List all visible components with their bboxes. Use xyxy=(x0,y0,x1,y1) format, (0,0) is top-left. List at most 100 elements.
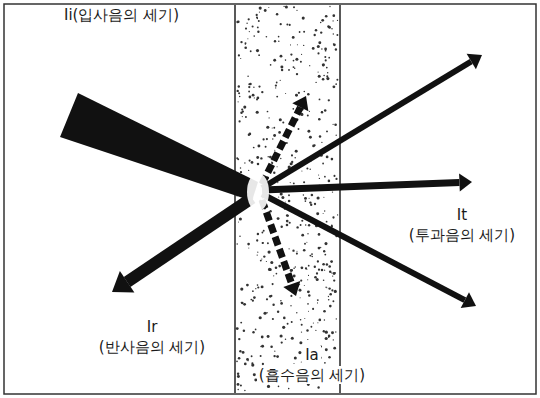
wall-dot xyxy=(257,286,259,288)
wall-dot xyxy=(293,275,296,278)
wall-dot xyxy=(257,254,258,255)
wall-dot xyxy=(264,9,267,12)
wall-dot xyxy=(298,128,300,130)
wall-texture xyxy=(236,6,339,392)
wall-dot xyxy=(307,279,308,280)
wall-dot xyxy=(267,242,269,244)
wall-dot xyxy=(265,146,267,148)
wall-dot xyxy=(328,26,331,29)
wall-dot xyxy=(248,134,250,136)
wall-dot xyxy=(332,216,334,218)
wall-dot xyxy=(300,319,302,321)
wall-dot xyxy=(246,358,249,361)
wall-dot xyxy=(275,266,278,269)
wall-dot xyxy=(308,275,309,276)
wall-dot xyxy=(314,203,316,205)
wall-dot xyxy=(272,304,274,306)
wall-dot xyxy=(252,331,254,333)
wall-dot xyxy=(241,302,243,304)
wall-dot xyxy=(326,156,329,159)
wall-dot xyxy=(282,326,285,329)
wall-dot xyxy=(254,97,255,98)
wall-dot xyxy=(307,130,310,133)
wall-dot xyxy=(275,84,277,86)
wall-dot xyxy=(336,79,338,81)
wall-dot xyxy=(328,99,330,101)
wall-dot xyxy=(259,316,262,319)
wall-dot xyxy=(247,38,248,39)
wall-dot xyxy=(280,334,283,337)
wall-dot xyxy=(309,65,310,66)
wall-dot xyxy=(333,279,335,281)
wall-dot xyxy=(272,138,273,139)
wall-dot xyxy=(319,178,320,179)
impact-spot xyxy=(247,173,269,211)
wall-dot xyxy=(318,75,321,78)
wall-dot xyxy=(236,361,238,363)
wall-dot xyxy=(278,265,281,268)
wall-dot xyxy=(248,86,250,88)
wall-dot xyxy=(283,317,286,320)
wall-dot xyxy=(257,252,258,253)
wall-dot xyxy=(256,156,259,159)
wall-dot xyxy=(314,266,316,268)
wall-dot xyxy=(250,50,252,52)
wall-dot xyxy=(324,176,326,178)
wall-dot xyxy=(239,96,241,98)
wall-dot xyxy=(307,233,308,234)
wall-dot xyxy=(300,297,301,298)
wall-dot xyxy=(312,47,315,50)
wall-dot xyxy=(281,226,283,228)
wall-dot xyxy=(311,253,313,255)
wall-dot xyxy=(325,59,327,61)
wall-dot xyxy=(239,350,241,352)
wall-dot xyxy=(281,196,284,199)
wall-dot xyxy=(267,335,270,338)
wall-dot xyxy=(240,58,241,59)
wall-dot xyxy=(337,20,338,21)
wall-dot xyxy=(315,330,316,331)
wall-dot xyxy=(307,93,310,96)
wall-dot xyxy=(260,355,262,357)
wall-dot xyxy=(292,108,294,110)
wall-dot xyxy=(278,36,280,38)
wall-dot xyxy=(304,91,306,93)
wall-dot xyxy=(324,270,325,271)
wall-dot xyxy=(326,67,328,69)
wall-dot xyxy=(293,267,295,269)
wall-dot xyxy=(336,318,337,319)
wall-dot xyxy=(289,222,291,224)
wall-dot xyxy=(331,289,333,291)
wall-dot xyxy=(258,85,260,87)
wall-dot xyxy=(257,26,259,28)
wall-dot xyxy=(306,242,307,243)
sound-ray xyxy=(262,62,471,189)
wall-dot xyxy=(316,272,318,274)
wall-dot xyxy=(255,329,257,331)
wall-dot xyxy=(299,31,301,33)
wall-dot xyxy=(281,341,283,343)
arrow-head xyxy=(459,174,472,192)
wall-dot xyxy=(247,75,249,77)
wall-dot xyxy=(256,239,258,241)
wall-dot xyxy=(261,336,264,339)
wall-dot xyxy=(238,92,240,94)
wall-dot xyxy=(286,214,289,217)
wall-dot xyxy=(238,54,240,56)
wall-dot xyxy=(256,49,259,52)
wall-dot xyxy=(248,91,250,93)
wall-dot xyxy=(307,115,309,117)
wall-dot xyxy=(257,145,260,148)
wall-dot xyxy=(237,383,240,386)
wall-dot xyxy=(304,197,307,200)
wall-dot xyxy=(328,287,330,289)
wall-dot xyxy=(271,162,273,164)
wall-dot xyxy=(321,269,324,272)
wall-dot xyxy=(309,198,310,199)
wall-dot xyxy=(296,312,297,313)
arrow-head xyxy=(283,281,300,296)
wall-dot xyxy=(301,331,302,332)
wall-dot xyxy=(317,299,319,301)
wall-dot xyxy=(286,220,289,223)
wall-dot xyxy=(275,87,276,88)
